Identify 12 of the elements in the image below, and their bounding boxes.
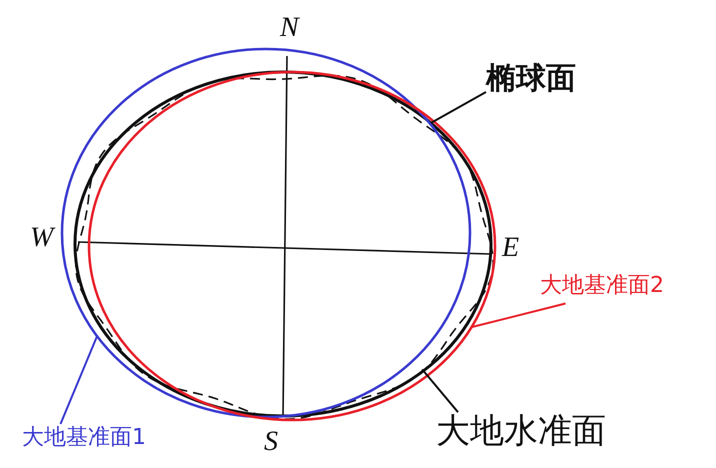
datum-label: 大地基准面1 bbox=[22, 424, 147, 452]
north-label: N bbox=[280, 14, 299, 42]
leader-line bbox=[430, 91, 486, 124]
east-label: E bbox=[502, 234, 520, 262]
ellipsoid-label: 椭球面 bbox=[486, 60, 577, 98]
leader-line bbox=[471, 302, 566, 328]
south-label: S bbox=[264, 428, 278, 456]
leader-line bbox=[60, 336, 98, 424]
datum-label: 大地基准面2 bbox=[540, 272, 665, 300]
geoid-label: 大地水准面 bbox=[436, 410, 607, 452]
leader-line bbox=[421, 368, 459, 413]
west-label: W bbox=[30, 224, 54, 252]
